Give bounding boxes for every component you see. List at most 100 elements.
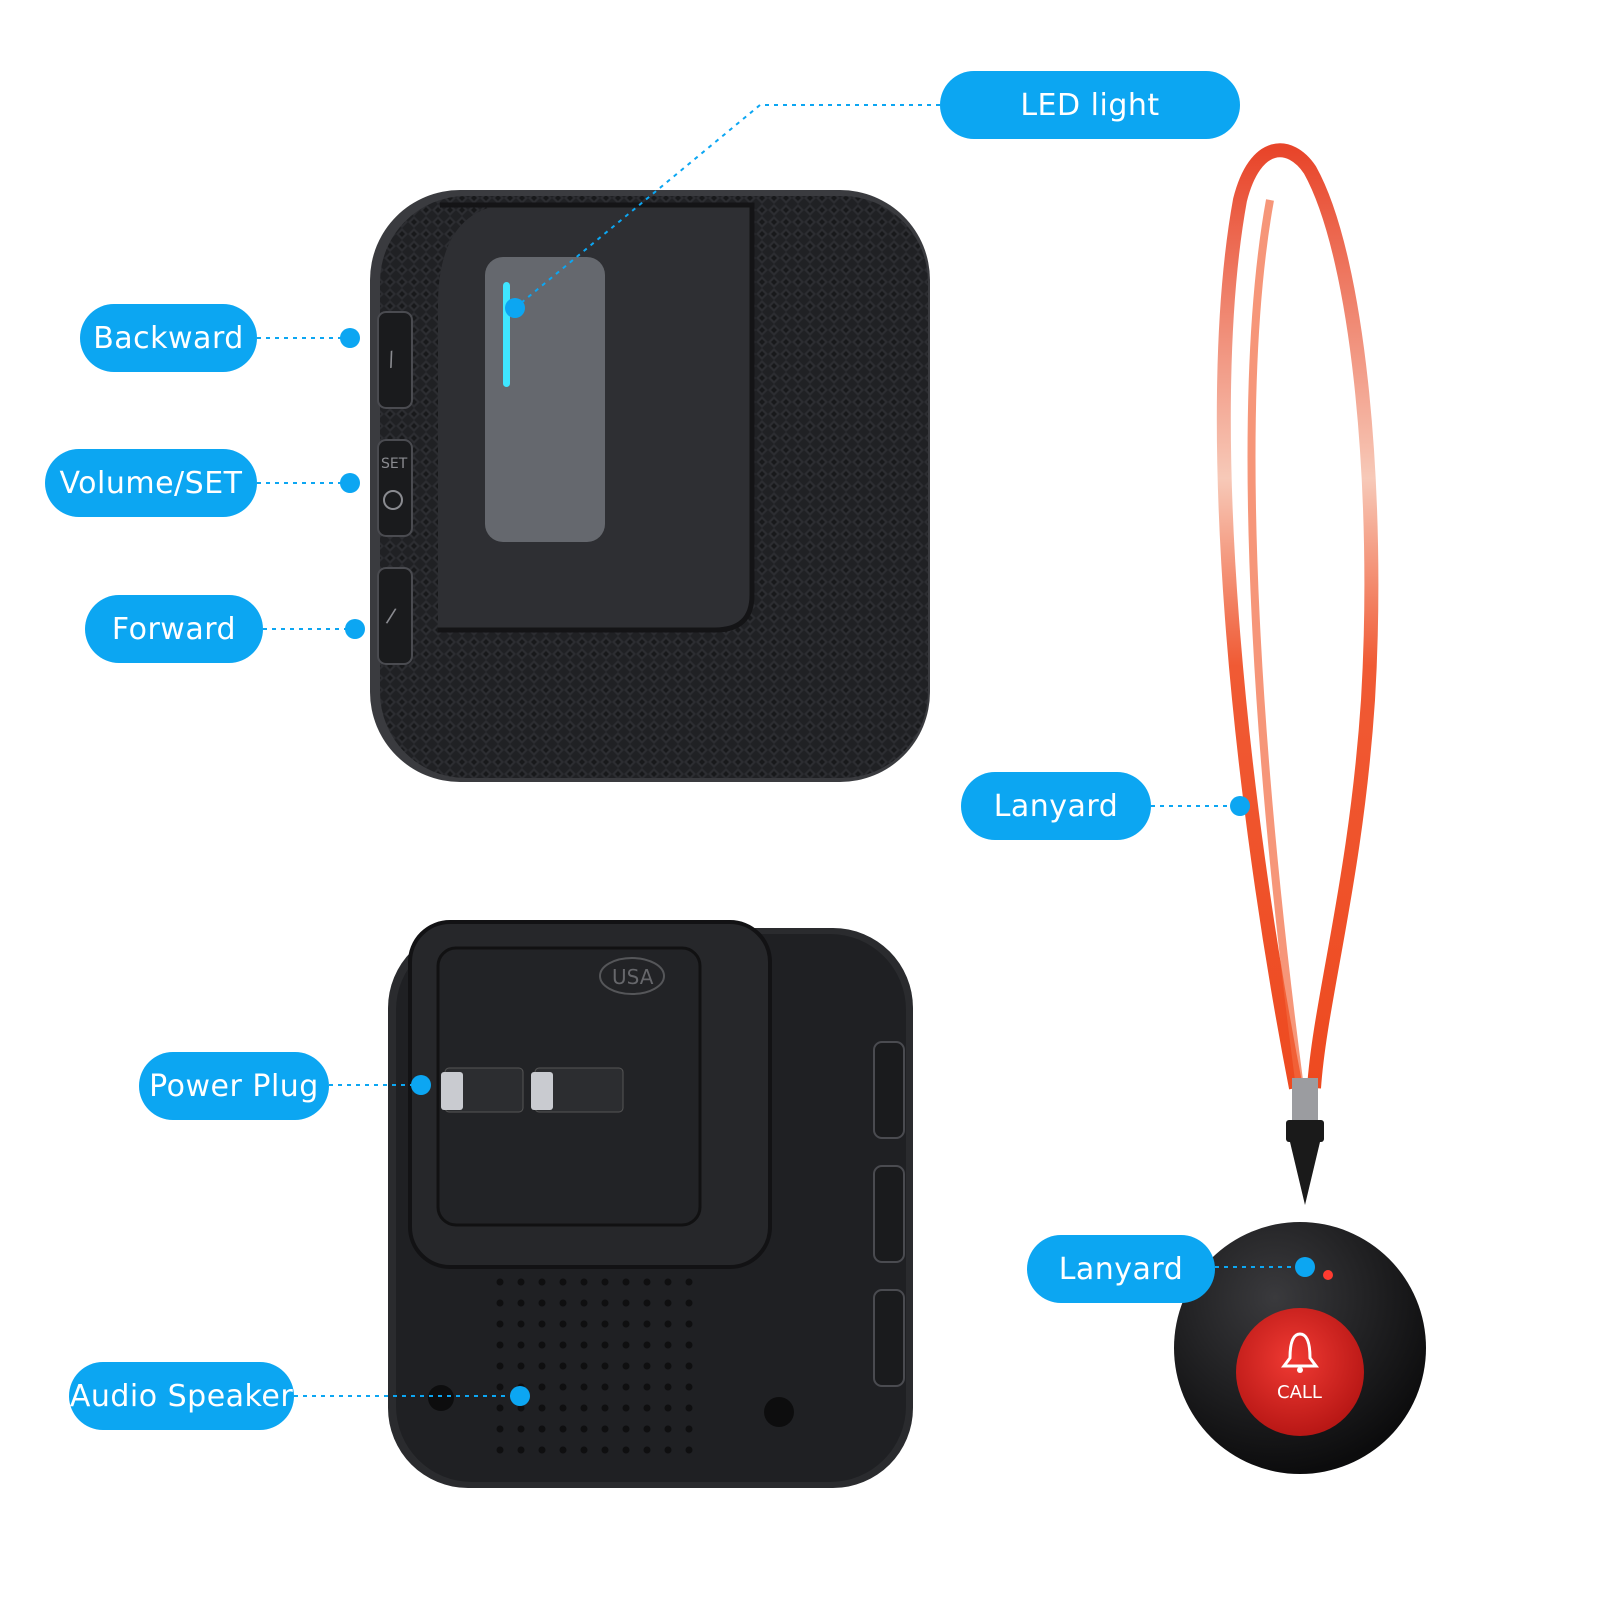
speaker-hole: [601, 1404, 609, 1412]
speaker-hole: [559, 1299, 567, 1307]
speaker-hole: [580, 1320, 588, 1328]
speaker-hole: [580, 1425, 588, 1433]
volume-set-button: [377, 439, 413, 537]
call-pager: CALL: [1174, 1222, 1426, 1474]
speaker-hole: [622, 1299, 630, 1307]
speaker-hole: [538, 1383, 546, 1391]
dot-lanyard-strap: [1230, 796, 1250, 816]
speaker-hole: [643, 1320, 651, 1328]
speaker-hole: [622, 1446, 630, 1454]
callout-lanyard-clip: Lanyard: [1027, 1235, 1215, 1303]
speaker-hole: [580, 1341, 588, 1349]
callout-volume-set: Volume/SET: [45, 449, 257, 517]
speaker-hole: [643, 1425, 651, 1433]
speaker-hole: [538, 1446, 546, 1454]
speaker-hole: [664, 1362, 672, 1370]
speaker-hole: [559, 1425, 567, 1433]
speaker-hole: [622, 1278, 630, 1286]
speaker-hole: [496, 1383, 504, 1391]
speaker-hole: [580, 1362, 588, 1370]
set-marking: SET: [381, 456, 408, 472]
speaker-hole: [517, 1341, 525, 1349]
side-button-middle: [873, 1165, 905, 1263]
callout-forward: Forward: [85, 595, 263, 663]
bell-icon: [1281, 1332, 1319, 1368]
speaker-hole: [496, 1320, 504, 1328]
speaker-hole: [517, 1446, 525, 1454]
speaker-hole: [559, 1320, 567, 1328]
volume-icon: [383, 490, 403, 510]
receiver-front: / SET /: [370, 190, 930, 782]
lanyard-clip-hook: [1290, 1142, 1320, 1205]
side-button-top: [873, 1041, 905, 1139]
leader-lines: [257, 104, 1305, 1397]
speaker-hole: [538, 1404, 546, 1412]
callout-led-light: LED light: [940, 71, 1240, 139]
led-window: [485, 257, 605, 542]
speaker-hole: [517, 1299, 525, 1307]
speaker-hole: [496, 1341, 504, 1349]
speaker-hole: [517, 1425, 525, 1433]
speaker-hole: [664, 1299, 672, 1307]
speaker-hole: [601, 1425, 609, 1433]
leader-dots: [340, 298, 1315, 1406]
screw-hole-left: [428, 1385, 454, 1411]
speaker-hole: [601, 1383, 609, 1391]
speaker-hole: [685, 1425, 693, 1433]
speaker-hole: [622, 1320, 630, 1328]
speaker-hole: [559, 1446, 567, 1454]
speaker-hole: [580, 1278, 588, 1286]
speaker-hole: [580, 1299, 588, 1307]
speaker-hole: [517, 1278, 525, 1286]
speaker-hole: [643, 1446, 651, 1454]
speaker-hole: [580, 1446, 588, 1454]
speaker-hole: [664, 1383, 672, 1391]
speaker-hole: [664, 1446, 672, 1454]
speaker-hole: [685, 1299, 693, 1307]
dot-lanyard-clip: [1295, 1257, 1315, 1277]
speaker-hole: [622, 1383, 630, 1391]
callout-power-plug: Power Plug: [139, 1052, 329, 1120]
speaker-hole: [685, 1320, 693, 1328]
speaker-hole: [517, 1404, 525, 1412]
speaker-hole: [559, 1341, 567, 1349]
speaker-hole: [664, 1425, 672, 1433]
speaker-hole: [664, 1278, 672, 1286]
speaker-hole: [538, 1299, 546, 1307]
speaker-hole: [622, 1362, 630, 1370]
side-button-bottom: [873, 1289, 905, 1387]
speaker-hole: [643, 1341, 651, 1349]
screw-hole-right: [764, 1397, 794, 1427]
speaker-hole: [601, 1362, 609, 1370]
speaker-hole: [538, 1278, 546, 1286]
speaker-hole: [517, 1320, 525, 1328]
speaker-hole: [496, 1362, 504, 1370]
speaker-hole: [559, 1383, 567, 1391]
speaker-hole: [496, 1446, 504, 1454]
speaker-hole: [601, 1341, 609, 1349]
pager-led: [1323, 1270, 1333, 1280]
led-light-icon: [503, 282, 510, 387]
backward-button: [377, 311, 413, 409]
speaker-hole: [622, 1425, 630, 1433]
speaker-hole: [496, 1278, 504, 1286]
speaker-hole: [559, 1362, 567, 1370]
dot-led: [505, 298, 525, 318]
dot-backward: [340, 328, 360, 348]
speaker-hole: [496, 1299, 504, 1307]
speaker-hole: [559, 1404, 567, 1412]
callout-lanyard-strap: Lanyard: [961, 772, 1151, 840]
callout-backward: Backward: [80, 304, 257, 372]
speaker-hole: [601, 1320, 609, 1328]
prong-right-tip: [531, 1072, 553, 1110]
speaker-hole: [685, 1404, 693, 1412]
speaker-hole: [685, 1446, 693, 1454]
lanyard-clip: [1286, 1120, 1324, 1142]
callout-audio-speaker: Audio Speaker: [69, 1362, 294, 1430]
speaker-hole: [643, 1299, 651, 1307]
speaker-hole: [496, 1425, 504, 1433]
speaker-hole: [496, 1404, 504, 1412]
dot-power-plug: [411, 1075, 431, 1095]
speaker-hole: [538, 1362, 546, 1370]
speaker-hole: [643, 1362, 651, 1370]
